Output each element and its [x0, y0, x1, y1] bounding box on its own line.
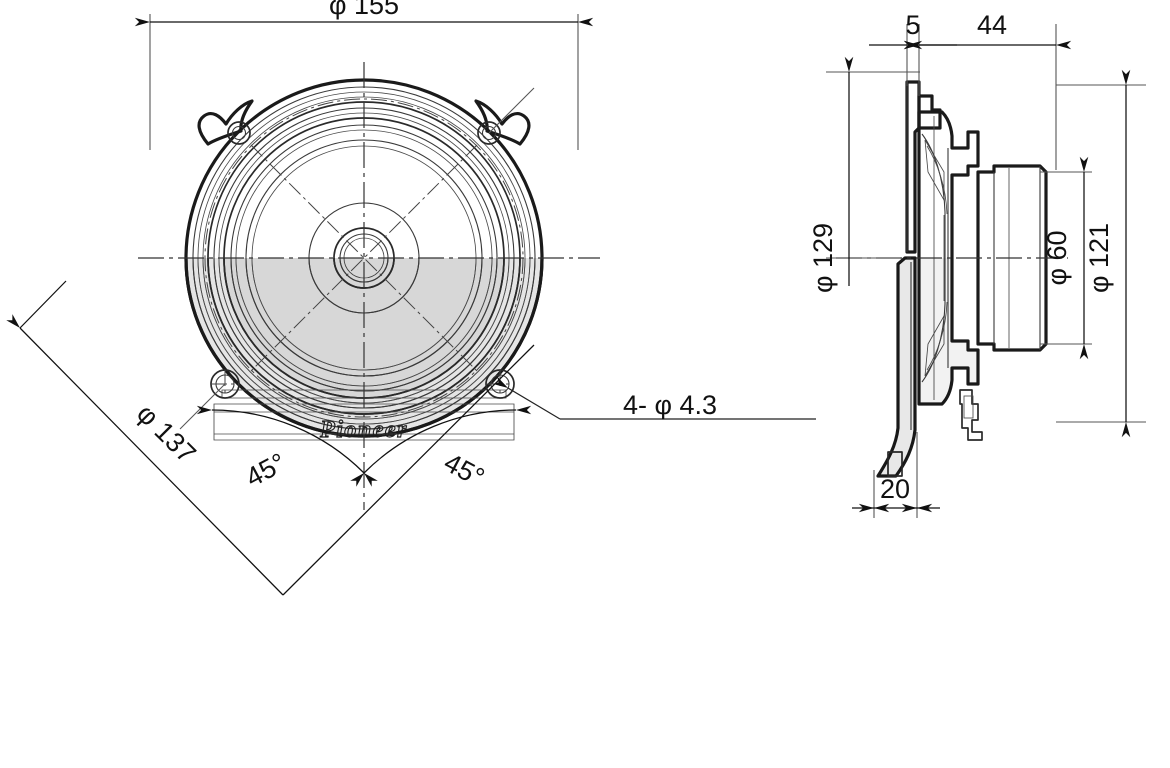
mounting-hole-lower-right: [485, 369, 515, 399]
mounting-hole-upper-right: [477, 121, 501, 145]
dimension-dia-60: φ 60: [1040, 156, 1092, 360]
side-view: 5 44 φ 129 φ 60 φ 121: [808, 10, 1146, 518]
dimension-dia-129: φ 129: [808, 56, 920, 293]
mounting-hole-upper-left: [227, 121, 251, 145]
dim-label-angle-45-left: 45°: [241, 447, 291, 493]
dim-label-dia-155: φ 155: [329, 0, 399, 20]
dimension-20: 20: [852, 432, 940, 518]
side-terminal: [959, 389, 983, 441]
side-lower-shading: [878, 258, 978, 476]
dim-label-holes: 4- φ 4.3: [623, 390, 717, 420]
dim-label-5: 5: [905, 10, 920, 40]
callout-mounting-holes: 4- φ 4.3: [492, 376, 816, 420]
dim-label-dia-60: φ 60: [1042, 230, 1072, 285]
dim-label-44: 44: [977, 10, 1007, 40]
dim-label-dia-129: φ 129: [808, 223, 838, 293]
dim-label-dia-121: φ 121: [1084, 223, 1114, 293]
dim-label-dia-137: φ 137: [131, 398, 202, 469]
front-view: Pioneer: [6, 0, 816, 596]
dimension-44: 44: [903, 10, 1072, 170]
dimension-dia-121: φ 121: [1056, 69, 1146, 438]
dimension-dia-155: φ 155: [134, 0, 594, 150]
dim-label-angle-45-right: 45°: [439, 447, 489, 493]
dim-label-20: 20: [880, 474, 910, 504]
